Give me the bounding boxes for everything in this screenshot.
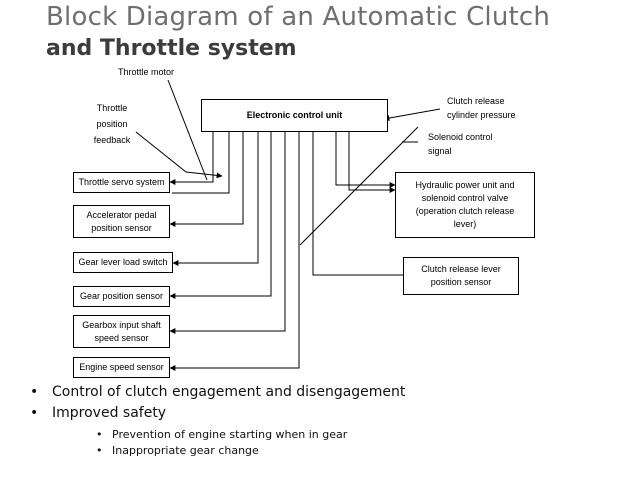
wire-gear-position (169, 132, 272, 299)
hydraulic-unit-box: Hydraulic power unit and solenoid contro… (395, 172, 535, 238)
wire-hydraulic-1 (335, 132, 396, 188)
slide-title-line1: Block Diagram of an Automatic Clutch (46, 2, 551, 32)
sub-bullet-text: Inappropriate gear change (112, 444, 259, 457)
throttle-motor-label: Throttle motor (118, 67, 175, 77)
sub-bullet-text: Prevention of engine starting when in ge… (112, 428, 348, 441)
gear-lever-box: Gear lever load switch (73, 252, 173, 273)
bullet-text: Improved safety (52, 405, 167, 421)
bullet-glyph: • (30, 405, 39, 421)
ecu-box: Electronic control unit (201, 99, 388, 132)
clutch-pressure-line (383, 108, 441, 122)
bullet-glyph: • (96, 444, 103, 457)
solenoid-signal-line (299, 126, 419, 246)
wire-throttle-return (172, 132, 230, 194)
clutch-lever-sensor-box: Clutch release lever position sensor (403, 257, 519, 295)
solenoid-signal-label: Solenoid control signal (428, 132, 493, 156)
wire-hydraulic-2 (348, 132, 396, 193)
bullet-item-1: • Control of clutch engagement and diseng… (30, 384, 405, 400)
wire-clutch-lever-sensor (312, 132, 403, 276)
throttle-feedback-line (135, 131, 223, 179)
engine-speed-box: Engine speed sensor (73, 357, 170, 378)
wire-input-shaft (169, 132, 286, 334)
sub-bullet-item-2: • Inappropriate gear change (96, 444, 259, 457)
input-shaft-box: Gearbox input shaft speed sensor (73, 315, 170, 348)
throttle-motor-line (167, 79, 208, 181)
bullet-glyph: • (96, 428, 103, 441)
wire-gear-lever (172, 132, 259, 266)
wire-throttle-servo (169, 132, 214, 185)
bullet-item-2: • Improved safety (30, 405, 166, 421)
accelerator-pedal-box: Accelerator pedal position sensor (73, 205, 170, 238)
throttle-feedback-label: Throttle position feedback (93, 103, 131, 145)
bullet-glyph: • (30, 384, 39, 400)
wire-engine-speed (169, 132, 300, 371)
throttle-servo-box: Throttle servo system (73, 172, 170, 193)
wire-accelerator-pedal (169, 132, 244, 227)
clutch-pressure-label: Clutch release cylinder pressure (447, 96, 516, 120)
sub-bullet-item-1: • Prevention of engine starting when in g… (96, 428, 347, 441)
bullet-text: Control of clutch engagement and disenga… (52, 384, 406, 400)
slide-title-line2: and Throttle system (46, 36, 297, 61)
gear-position-box: Gear position sensor (73, 286, 170, 307)
